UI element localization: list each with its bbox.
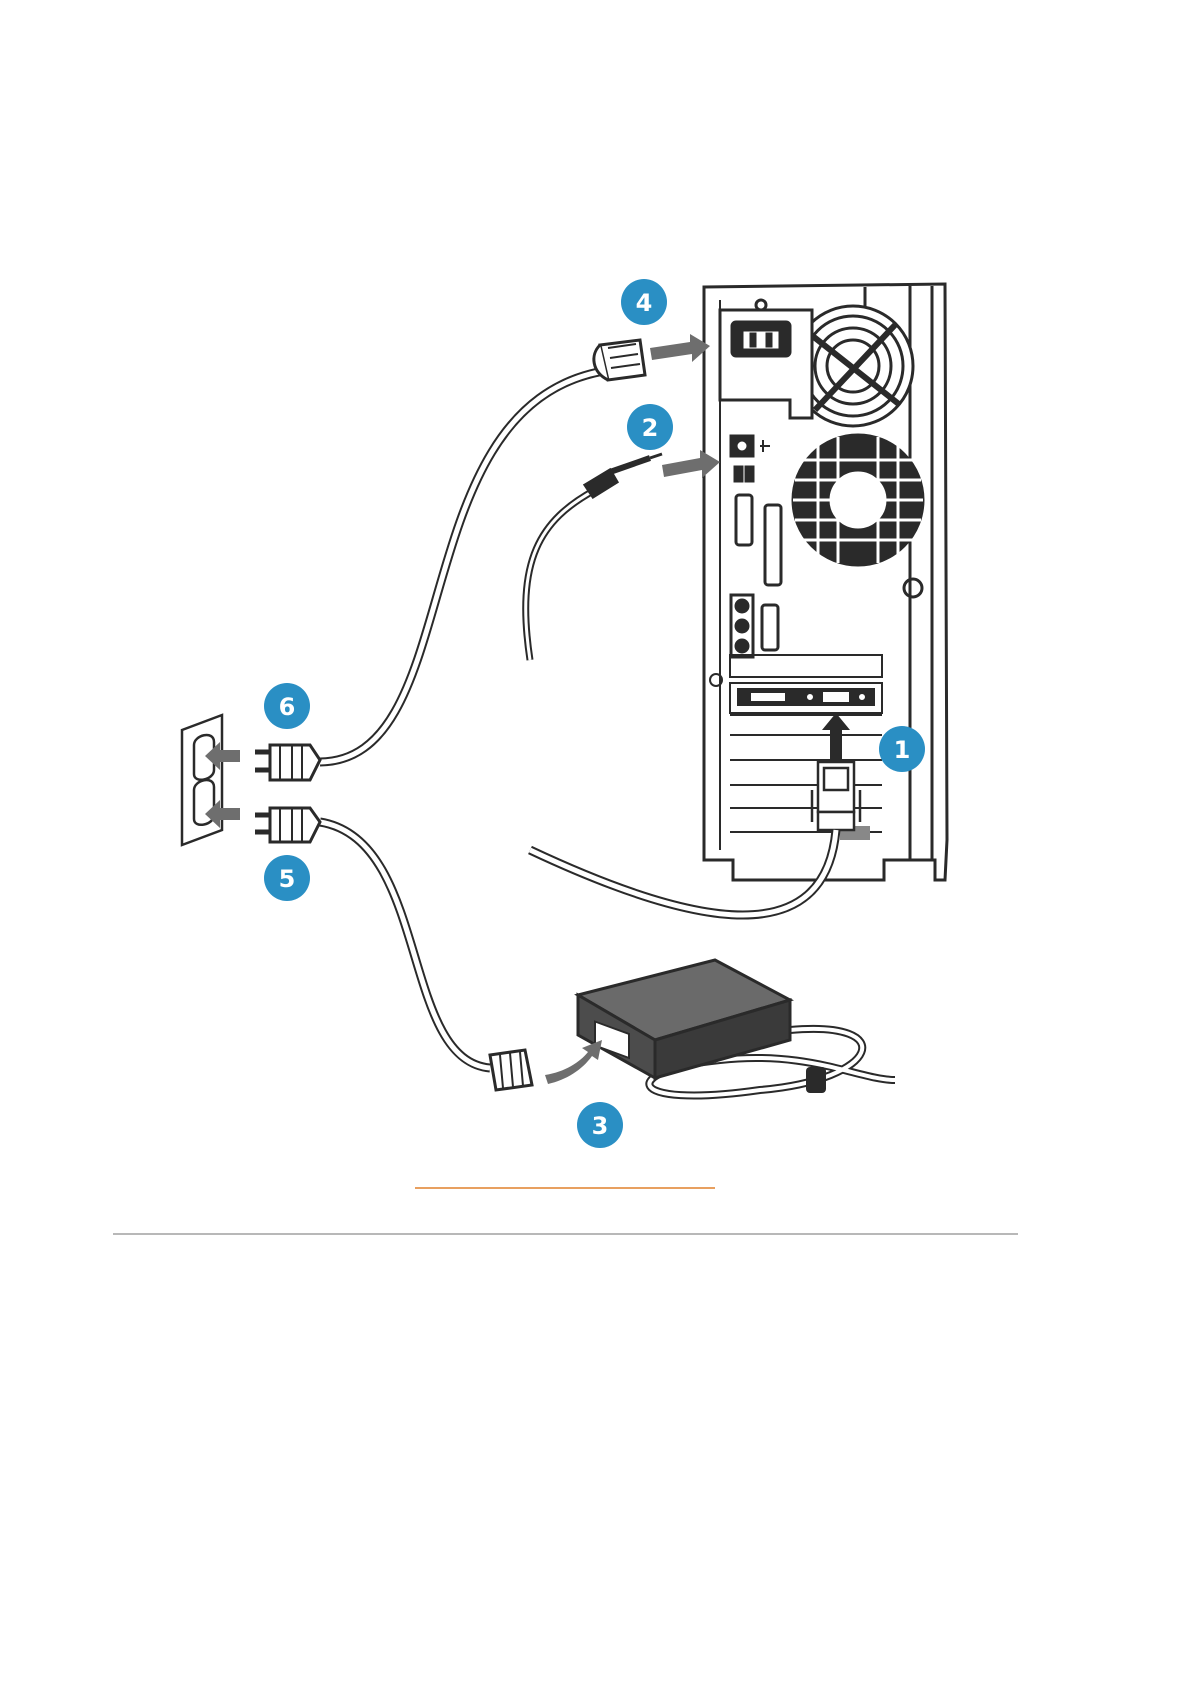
callout-5-number: 5 (279, 865, 296, 893)
callout-5: 5 (264, 855, 310, 901)
power-plug-adapter (490, 1050, 532, 1090)
callout-6: 6 (264, 683, 310, 729)
pc-power-cable (320, 370, 610, 762)
callout-1: 1 (879, 726, 925, 772)
power-plug-pc (594, 340, 645, 380)
callout-4-number: 4 (636, 289, 653, 317)
callout-2-number: 2 (642, 414, 659, 442)
wall-plug-lower (255, 808, 320, 842)
horizontal-rule (113, 1233, 1018, 1235)
callout-2: 2 (627, 404, 673, 450)
power-socket (720, 300, 812, 418)
pc-tower (704, 284, 947, 880)
callout-4: 4 (621, 279, 667, 325)
callout-1-number: 1 (894, 736, 911, 764)
callout-3: 3 (577, 1102, 623, 1148)
audio-jack (585, 454, 662, 497)
adapter-power-cable (320, 822, 490, 1068)
arrow-power-pc (650, 334, 710, 362)
return-link-underline[interactable] (415, 1187, 715, 1189)
callout-3-number: 3 (592, 1112, 609, 1140)
plugs (255, 340, 662, 1090)
arrow-adapter (545, 1040, 602, 1084)
wall-outlet (182, 715, 222, 845)
callout-6-number: 6 (279, 693, 296, 721)
wall-plug-upper (255, 745, 320, 780)
video-plug (812, 762, 860, 830)
fan-lower (793, 435, 923, 565)
